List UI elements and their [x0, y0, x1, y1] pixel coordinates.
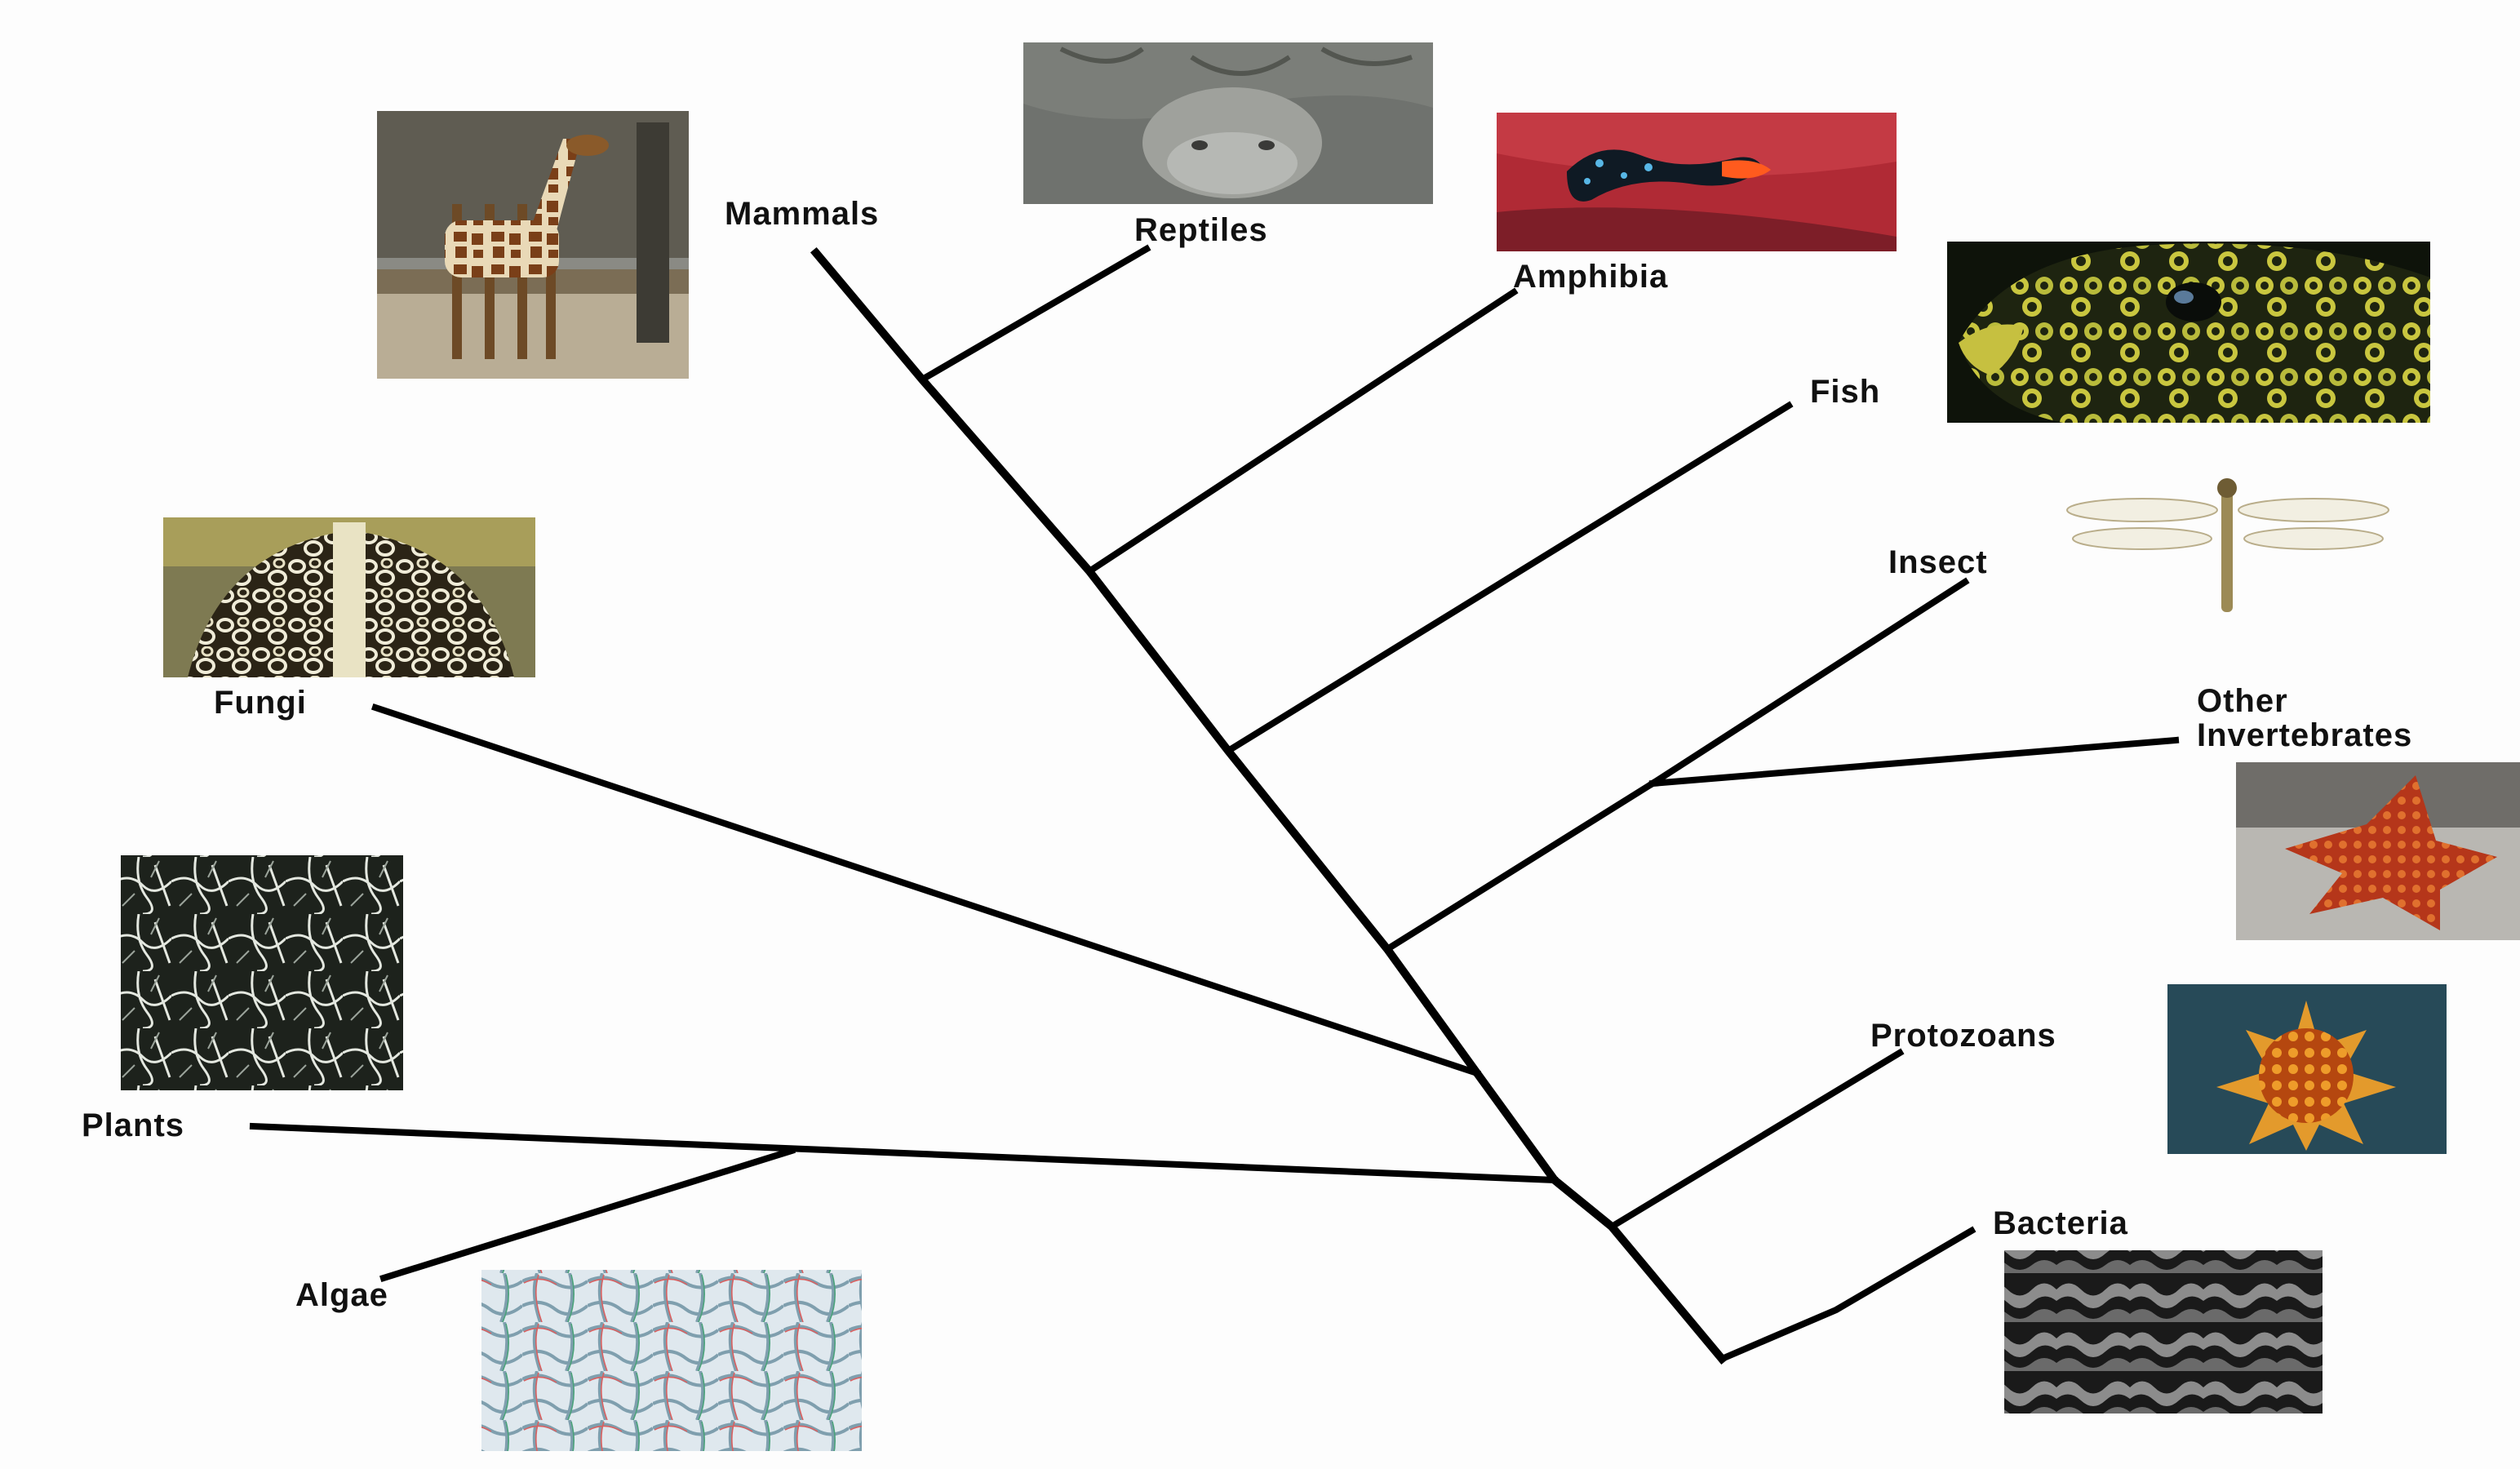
label-algae: Algae [295, 1277, 388, 1313]
radiolarian-photo [2167, 984, 2447, 1154]
branch-reptiles [917, 244, 1151, 384]
dragonfly-photo [2066, 478, 2389, 612]
branch-insect [1648, 577, 1970, 788]
branch-algae [379, 1146, 796, 1283]
branch-bacteria [1717, 1226, 1977, 1364]
branch-other-invertebrates [1648, 736, 2180, 788]
label-reptiles: Reptiles [1134, 212, 1268, 248]
branch-protozoans [1607, 1048, 1905, 1232]
algae-cells-photo [481, 1270, 862, 1451]
label-amphibia: Amphibia [1513, 259, 1668, 295]
label-fungi: Fungi [214, 685, 307, 721]
tortoise-photo [1023, 42, 1433, 204]
bacteria-sem-photo [2004, 1250, 2323, 1414]
branch-fish [1223, 401, 1794, 756]
label-insect: Insect [1888, 544, 1988, 580]
stinkhorn-fungus-photo [163, 517, 535, 677]
main-trunk [810, 246, 1728, 1365]
branch-fungi [370, 703, 1482, 1078]
boxfish-photo [1947, 242, 2430, 423]
label-mammals: Mammals [725, 196, 879, 232]
label-protozoans: Protozoans [1870, 1018, 2056, 1054]
salamander-photo [1497, 113, 1897, 251]
label-other-invertebrates-line2: Invertebrates [2197, 717, 2412, 753]
label-bacteria: Bacteria [1993, 1205, 2128, 1241]
branch-invertebrates [1382, 779, 1657, 954]
label-fish: Fish [1810, 374, 1880, 410]
leaf-photo [121, 855, 403, 1090]
label-other-invertebrates-line1: Other [2197, 683, 2288, 719]
label-plants: Plants [82, 1107, 184, 1143]
branch-plants-algae [249, 1122, 1559, 1184]
starfish-photo [2236, 762, 2520, 940]
branch-amphibia [1085, 287, 1519, 576]
taxon-labels: Mammals Reptiles Amphibia Fish Insect Ot… [82, 196, 2412, 1313]
giraffe-photo [377, 111, 689, 379]
tree-branches [249, 244, 2180, 1365]
